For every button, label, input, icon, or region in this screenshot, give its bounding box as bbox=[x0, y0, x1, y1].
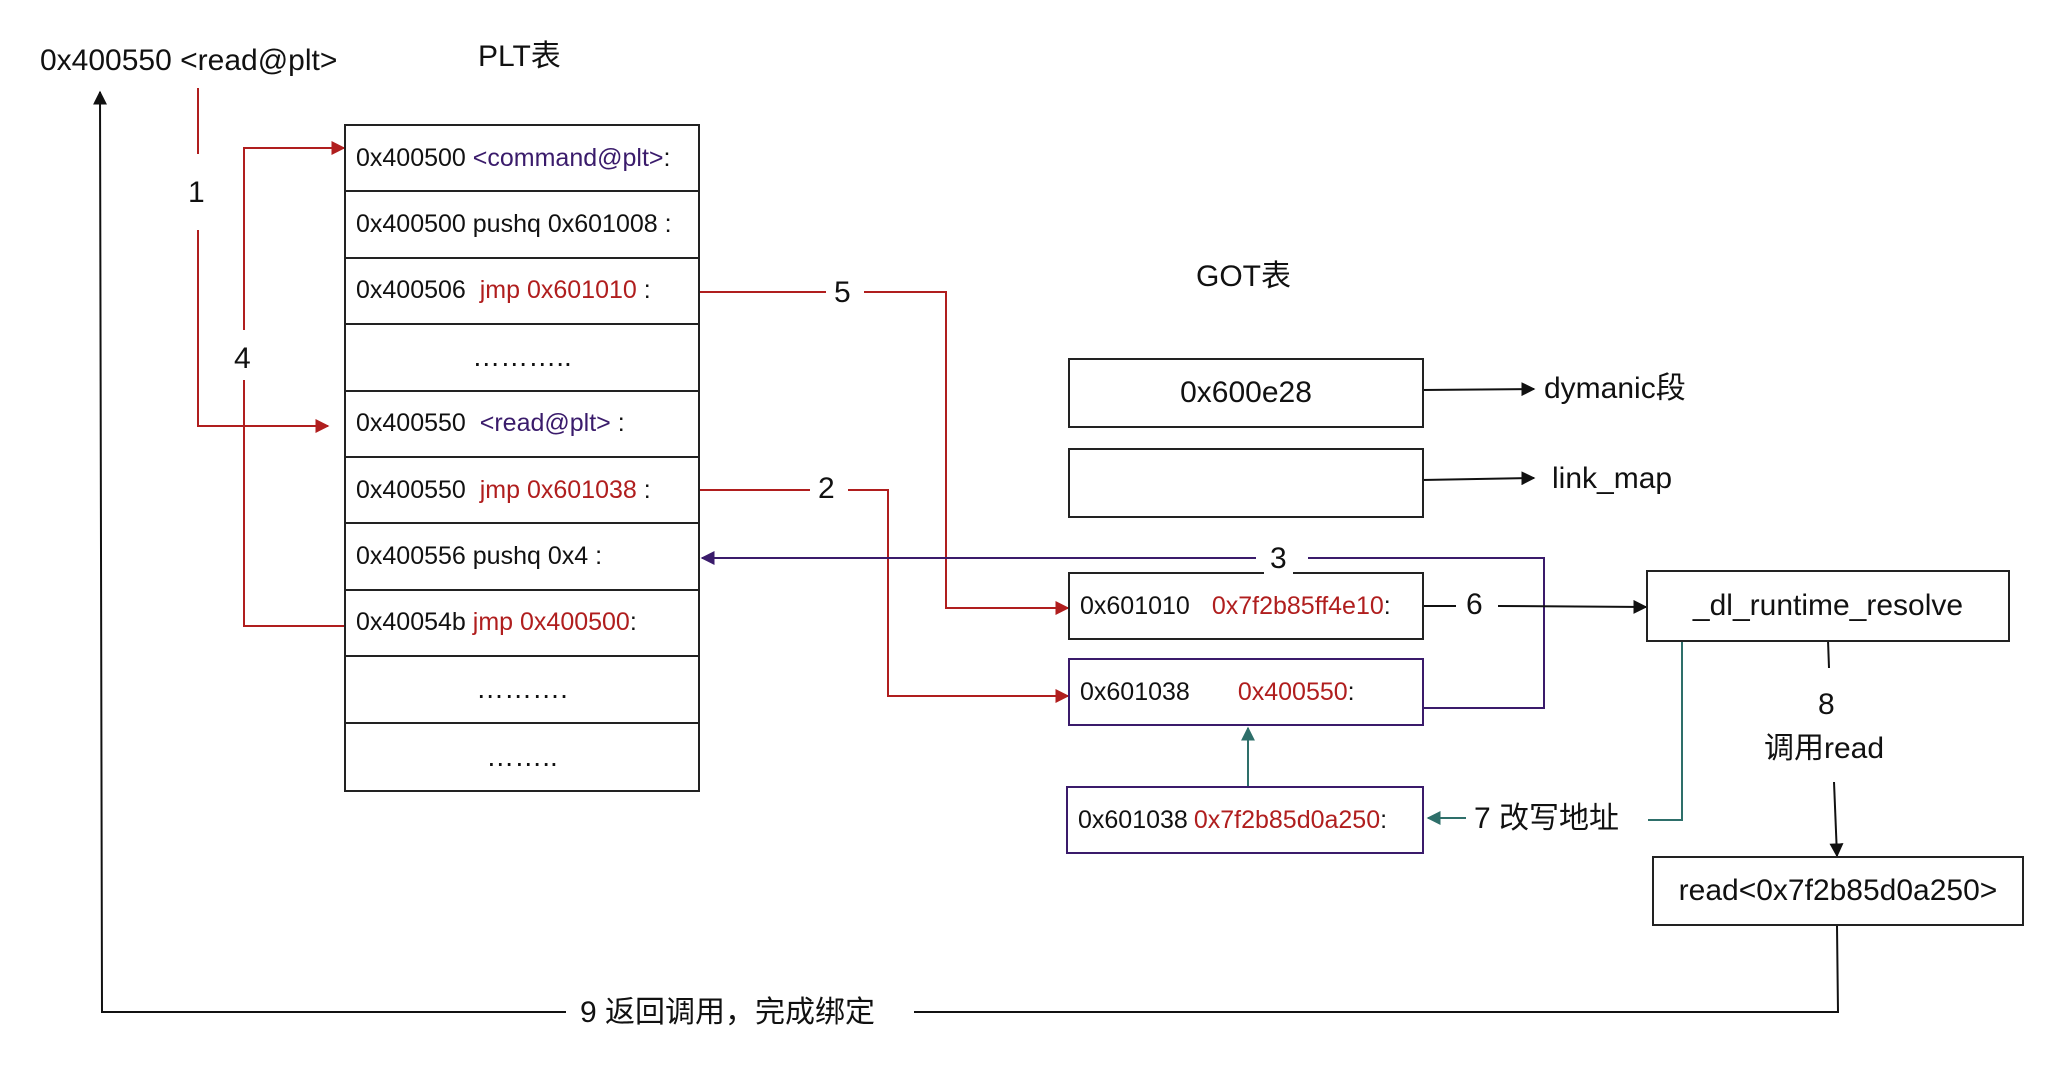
arrow-step4 bbox=[243, 380, 346, 627]
got-entry-dynamic-value: 0x600e28 bbox=[1180, 376, 1312, 409]
got-row-601038-value: 0x400550 bbox=[1237, 677, 1348, 706]
got-row-601038-new-addr: 0x601038 bbox=[1078, 805, 1188, 834]
plt-row-address: ……….. bbox=[472, 341, 572, 373]
arrow-step1-cont bbox=[197, 230, 330, 433]
plt-row-suffix: : bbox=[663, 143, 671, 172]
arrow-to-linkmap bbox=[1421, 471, 1536, 486]
plt-row-suffix: : bbox=[636, 276, 651, 305]
linkmap-label: link_map bbox=[1552, 462, 1673, 495]
step-9-label: 9 返回调用，完成绑定 bbox=[574, 998, 882, 1028]
plt-row: ………. bbox=[346, 657, 698, 724]
dl-runtime-resolve-box: _dl_runtime_resolve bbox=[1646, 570, 2010, 642]
arrow-step5-cont bbox=[864, 291, 1070, 615]
plt-row-address: 0x400506 bbox=[356, 276, 466, 305]
plt-row-instruction: <read@plt> bbox=[479, 409, 611, 438]
arrow-step7 bbox=[1648, 640, 1683, 821]
read-function-label: read<0x7f2b85d0a250> bbox=[1678, 874, 1998, 907]
dl-runtime-resolve-label: _dl_runtime_resolve bbox=[1692, 589, 1964, 622]
plt-row: 0x400506 jmp 0x601010 : bbox=[346, 259, 698, 326]
got-title: GOT表 bbox=[1196, 260, 1291, 293]
arrow-step9 bbox=[914, 925, 1840, 1013]
got-row-601038-new-value: 0x7f2b85d0a250 bbox=[1193, 805, 1381, 834]
plt-row-instruction: jmp 0x601038 bbox=[479, 475, 637, 504]
got-row-601010-value: 0x7f2b85ff4e10 bbox=[1211, 591, 1384, 620]
plt-row-address: 0x400550 bbox=[356, 409, 466, 438]
plt-row-separator bbox=[466, 476, 480, 505]
arrow-step6-cont bbox=[1497, 599, 1648, 614]
got-entry-linkmap bbox=[1068, 448, 1424, 518]
got-row-601038-rewritten: 0x601038 0x7f2b85d0a250 : bbox=[1066, 786, 1424, 854]
step-3-label: 3 bbox=[1264, 544, 1293, 574]
step-1-label: 1 bbox=[182, 178, 211, 208]
plt-row-separator bbox=[466, 276, 480, 305]
plt-row-instruction: jmp 0x400500 bbox=[472, 608, 630, 637]
arrow-step9-cont bbox=[93, 90, 566, 1013]
step-5-label: 5 bbox=[828, 278, 857, 308]
step-7-label: 7 改写地址 bbox=[1468, 804, 1626, 834]
plt-row-address: ………. bbox=[476, 673, 568, 705]
step-4-label: 4 bbox=[228, 344, 257, 374]
arrow-step4-cont bbox=[243, 141, 346, 330]
plt-row-address: 0x40054b bbox=[356, 608, 466, 637]
plt-row: 0x400500 <command@plt>: bbox=[346, 126, 698, 193]
plt-row: 0x400550 <read@plt> : bbox=[346, 392, 698, 458]
got-row-601010-suffix: : bbox=[1383, 591, 1391, 620]
plt-row-instruction: <command@plt> bbox=[472, 143, 664, 172]
plt-row-instruction: jmp 0x601010 bbox=[479, 276, 637, 305]
plt-table: 0x400500 <command@plt>: 0x400500 pushq 0x… bbox=[344, 124, 700, 792]
got-row-601038: 0x601038 0x400550 : bbox=[1068, 658, 1424, 726]
plt-row: 0x400550 jmp 0x601038 : bbox=[346, 458, 698, 525]
plt-row-suffix: : bbox=[629, 608, 637, 637]
plt-row-address: 0x400550 bbox=[356, 475, 466, 504]
plt-title: PLT表 bbox=[478, 40, 561, 73]
plt-row: 0x400500 pushq 0x601008 : bbox=[346, 192, 698, 259]
got-row-601010: 0x601010 0x7f2b85ff4e10 : bbox=[1068, 572, 1424, 640]
plt-row: 0x40054b jmp 0x400500: bbox=[346, 591, 698, 658]
plt-row-address: …….. bbox=[486, 740, 558, 772]
plt-row-separator bbox=[466, 144, 473, 173]
step-2-label: 2 bbox=[812, 474, 841, 504]
arrow-step3 bbox=[1308, 557, 1545, 709]
got-row-601010-addr: 0x601010 bbox=[1080, 591, 1190, 620]
arrow-step8-top bbox=[1827, 639, 1830, 669]
got-row-601038-suffix: : bbox=[1347, 677, 1355, 706]
read-function-box: read<0x7f2b85d0a250> bbox=[1652, 856, 2024, 926]
arrow-to-dymanic bbox=[1421, 382, 1536, 397]
return-address-label: 0x400550 <read@plt> bbox=[40, 44, 338, 77]
plt-row: 0x400556 pushq 0x4 : bbox=[346, 524, 698, 591]
plt-row-address: 0x400556 pushq 0x4 : bbox=[356, 542, 603, 571]
plt-row-address: 0x400500 pushq 0x601008 : bbox=[356, 210, 672, 239]
plt-row-separator bbox=[466, 409, 480, 438]
arrow-step8-bottom bbox=[1829, 781, 1844, 858]
plt-row-suffix: : bbox=[636, 475, 651, 504]
step-8-text: 调用read bbox=[1758, 734, 1891, 764]
arrow-step2-cont bbox=[848, 489, 1070, 703]
got-row-601038-new-suffix: : bbox=[1380, 805, 1388, 834]
plt-row: …….. bbox=[346, 724, 698, 790]
plt-row-address: 0x400500 bbox=[356, 143, 466, 172]
step-6-label: 6 bbox=[1460, 590, 1489, 620]
got-row-601038-addr: 0x601038 bbox=[1080, 677, 1190, 706]
dymanic-label: dymanic段 bbox=[1544, 372, 1686, 405]
plt-row-separator bbox=[466, 608, 473, 637]
step-8-number: 8 bbox=[1812, 690, 1841, 720]
got-entry-dynamic: 0x600e28 bbox=[1068, 358, 1424, 428]
plt-row-suffix: : bbox=[610, 409, 625, 438]
plt-row: ……….. bbox=[346, 325, 698, 392]
